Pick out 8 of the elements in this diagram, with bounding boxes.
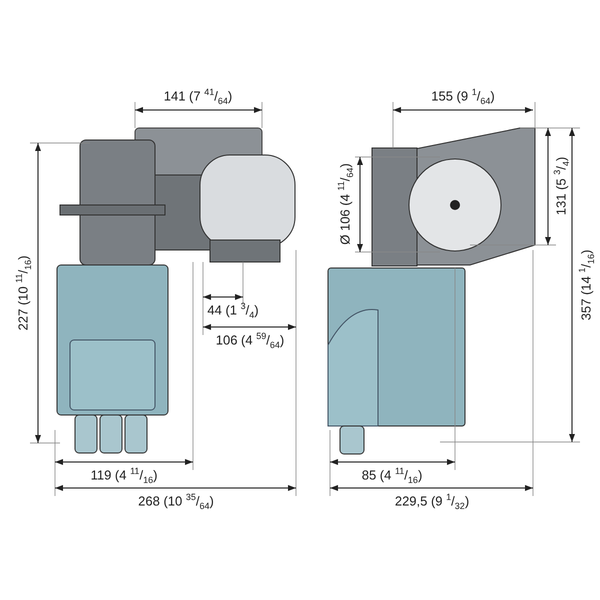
dimension-value: 229,5 (9 $^{1}$/$_{32}$) — [394, 493, 470, 511]
dimension-value: 119 (4 $^{11}$/$_{16}$) — [90, 467, 158, 485]
dimension-value: 85 (4 $^{11}$/$_{16}$) — [362, 467, 422, 485]
dimension-value: 141 (7 $^{41}$/$_{64}$) — [164, 88, 232, 106]
dimension-value: 106 (4 $^{59}$/$_{64}$) — [216, 332, 284, 350]
dimension-value: 268 (10 $^{35}$/$_{64}$) — [138, 493, 214, 511]
dimension-value: 155 (9 $^{1}$/$_{64}$) — [431, 88, 495, 106]
dimension-value: 44 (1 $^{3}$/$_{4}$) — [207, 302, 259, 320]
